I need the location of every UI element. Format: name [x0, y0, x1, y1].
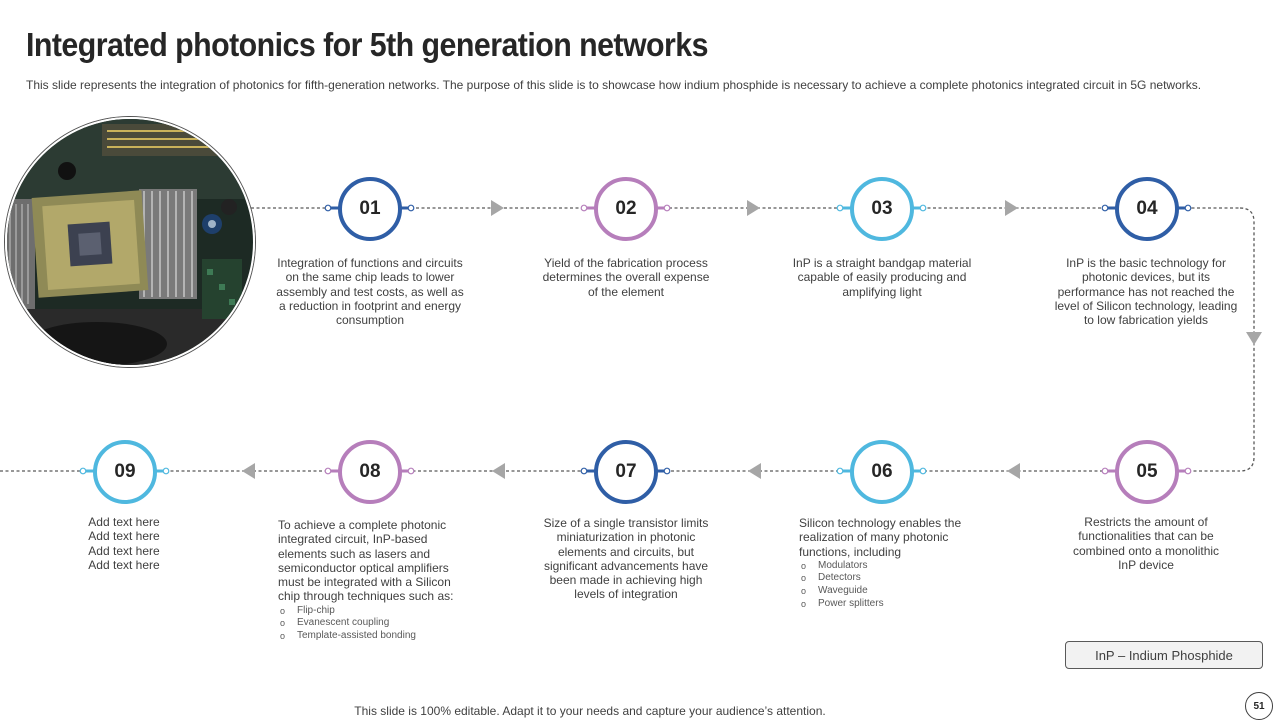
circuit-board-photo — [5, 117, 255, 367]
step-node-02: 02 — [594, 177, 658, 241]
step-node-04: 04 — [1115, 177, 1179, 241]
step-node-01: 01 — [338, 177, 402, 241]
step-node-09: 09 — [93, 440, 157, 504]
slide-title: Integrated photonics for 5th generation … — [26, 26, 709, 63]
arrow-right-icon — [1005, 200, 1018, 216]
list-item: Flip-chip — [278, 605, 458, 618]
step-node-08: 08 — [338, 440, 402, 504]
step-node-07: 07 — [594, 440, 658, 504]
step-number: 05 — [1136, 461, 1158, 482]
step-06-block: Silicon technology enables the realizati… — [799, 516, 975, 610]
step-08-text: To achieve a complete photonic integrate… — [278, 518, 454, 604]
step-number: 01 — [359, 198, 381, 219]
step-number: 09 — [114, 461, 136, 482]
step-number: 04 — [1136, 198, 1158, 219]
step-06-text: Silicon technology enables the realizati… — [799, 516, 962, 559]
placeholder-text: Add text here — [88, 543, 160, 558]
step-06-bullet-list: Modulators Detectors Waveguide Power spl… — [799, 560, 975, 610]
step-number: 03 — [871, 198, 893, 219]
placeholder-text: Add text here — [88, 515, 160, 529]
footer-note: This slide is 100% editable. Adapt it to… — [354, 704, 826, 718]
step-node-06: 06 — [850, 440, 914, 504]
arrow-left-icon — [242, 463, 255, 479]
list-item: Evanescent coupling — [278, 617, 458, 630]
step-number: 08 — [359, 461, 381, 482]
step-08-bullet-list: Flip-chip Evanescent coupling Template-a… — [278, 605, 458, 643]
list-item: Template-assisted bonding — [278, 630, 458, 643]
step-05-text: Restricts the amount of functionalities … — [1072, 515, 1220, 572]
list-item: Modulators — [799, 560, 975, 573]
arrow-down-icon — [1246, 332, 1262, 345]
list-item: Detectors — [799, 572, 975, 585]
arrow-right-icon — [747, 200, 760, 216]
step-07-text: Size of a single transistor limits minia… — [543, 516, 709, 602]
step-number: 02 — [615, 198, 637, 219]
abbreviation-legend: InP – Indium Phosphide — [1065, 641, 1263, 669]
step-02-text: Yield of the fabrication process determi… — [542, 256, 710, 299]
arrow-left-icon — [492, 463, 505, 479]
list-item: Waveguide — [799, 585, 975, 598]
step-01-text: Integration of functions and circuits on… — [276, 256, 464, 328]
page-number: 51 — [1245, 692, 1273, 720]
step-03-text: InP is a straight bandgap material capab… — [792, 256, 972, 299]
placeholder-text: Add text here — [88, 529, 160, 544]
step-04-text: InP is the basic technology for photonic… — [1054, 256, 1238, 328]
arrow-left-icon — [748, 463, 761, 479]
placeholder-text: Add text here — [88, 557, 160, 572]
arrow-left-icon — [1007, 463, 1020, 479]
step-node-03: 03 — [850, 177, 914, 241]
step-node-05: 05 — [1115, 440, 1179, 504]
step-08-block: To achieve a complete photonic integrate… — [278, 518, 458, 643]
arrow-right-icon — [491, 200, 504, 216]
step-number: 06 — [871, 461, 893, 482]
step-number: 07 — [615, 461, 637, 482]
slide-subtitle: This slide represents the integration of… — [26, 78, 1202, 92]
list-item: Power splitters — [799, 598, 975, 611]
step-09-block: Add text here Add text here Add text her… — [64, 515, 184, 572]
